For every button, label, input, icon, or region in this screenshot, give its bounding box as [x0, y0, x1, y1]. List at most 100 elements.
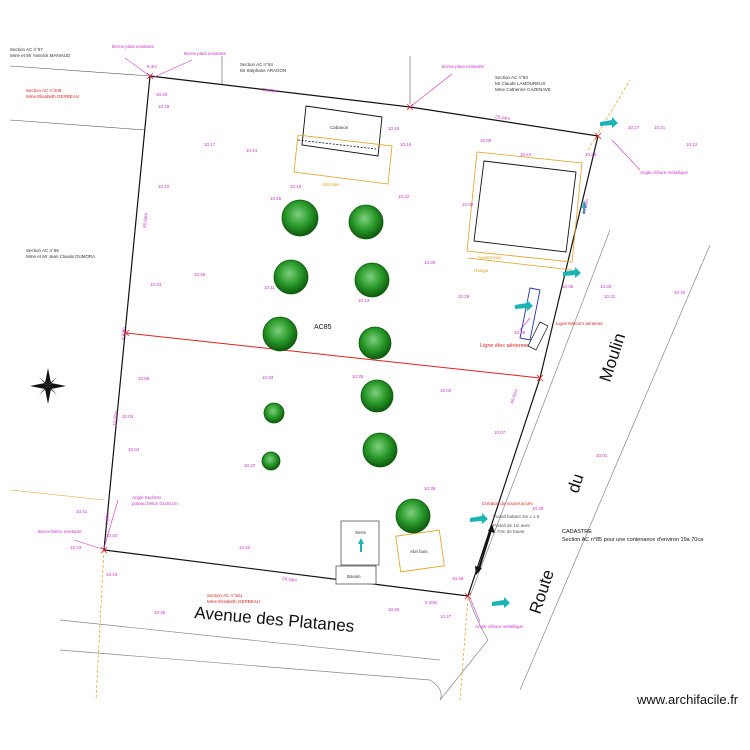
spot-level: 10.14 [246, 148, 258, 153]
leader-telecom [519, 317, 531, 331]
spot-level: 10.21 [654, 125, 666, 130]
spot-level: 10.10 [158, 184, 170, 189]
ac86-title: Section AC n°86 [26, 248, 59, 253]
abri2-building [395, 529, 445, 573]
angle-cloture-s-label: Angle clôture métallique [475, 624, 524, 629]
portail-note-1: Portail battant 3m x 1.5 [493, 514, 540, 519]
dashed-left-south [95, 549, 105, 701]
leader-angle-s [469, 597, 481, 623]
tree [358, 326, 392, 360]
road-edge-outer [519, 244, 711, 691]
arrow-icon [358, 538, 364, 552]
route-label-2: du [564, 471, 588, 495]
spot-level: 10.39 [532, 506, 544, 511]
spot-level: 10.07 [494, 430, 506, 435]
ac87-owner: Mme et Mr Yannick MANIAUD [10, 53, 71, 58]
cadastre-title: CADASTRE [562, 529, 592, 535]
creation-acces-label: Création du nouvel accès [482, 501, 534, 506]
ac86-owner: Mme et Mr Jean Claude DUMORA [26, 254, 95, 259]
dim-bottom: 24.59m [282, 576, 298, 583]
leader-angle-ne [611, 139, 641, 171]
avenue-corner [429, 679, 442, 701]
bassin-building [335, 565, 377, 585]
ac181-title: Section AC n°181 [207, 593, 243, 598]
dim-left-bottom: 6.80m [104, 512, 110, 525]
ac87-title: Section AC n°87 [10, 47, 43, 52]
ac83-title: Section AC n°83 [495, 75, 528, 80]
ligne-elec-label: Ligne élec aérienne [480, 343, 528, 349]
ac83-owner1: Mr Claude LAMOUREUX [495, 81, 546, 86]
spot-level: 10.47 [440, 614, 452, 619]
arrow-icon [470, 513, 488, 524]
access-arrows [475, 524, 495, 575]
marker-sw [100, 546, 108, 554]
spot-level: 10.41 [76, 509, 88, 514]
spot-level: 10.27 [628, 125, 640, 130]
auvent-label: Auvent bois [478, 255, 502, 260]
tree [263, 402, 285, 424]
leader-lines [73, 57, 641, 623]
route-label-3: Moulin [596, 331, 630, 385]
abri2-label: Abri bois [410, 549, 428, 554]
gate-symbol [527, 321, 549, 351]
abri-outline [293, 134, 393, 185]
road-edge-inner [469, 229, 611, 597]
dim-right-upper: 26.99m [581, 198, 590, 214]
neighbour-line-south [9, 489, 105, 501]
portail-note-3: 1.70m de haute [493, 529, 525, 534]
spot-level: 10.08 [462, 202, 474, 207]
dim-left-lower: 10.00m [112, 410, 119, 426]
compass-rose-icon [30, 368, 66, 404]
poteau-label: poteau béton 01x01cm [132, 501, 178, 506]
auvent-edge [467, 257, 573, 271]
ligne-telecom-label: Ligne telecom aérienne [556, 321, 603, 326]
dashed-ne [587, 79, 631, 151]
ac209-owner: Mme Elisabeth GERBEAU [26, 94, 79, 99]
spot-level: 10.35 [352, 374, 364, 379]
spot-level: 10.01 [596, 453, 608, 458]
ligne-elec-line [125, 332, 541, 379]
spot-level: 10.05 [514, 330, 526, 335]
angle-sud-est-label: Angle Sud-Est [132, 495, 162, 500]
spot-level: 10.20 [156, 92, 168, 97]
neighbour-line-209 [9, 119, 146, 131]
annotation-labels: Borne plast existante Borne plast exista… [38, 44, 689, 629]
trees [261, 199, 431, 534]
borne1-label: Borne plast existante [112, 44, 155, 49]
spot-level: 10.29 [458, 294, 470, 299]
auvent-outline [466, 151, 583, 263]
dim-left-upper: 55.60m [142, 212, 149, 228]
hangar-label: Hangar [474, 268, 489, 273]
cadastre-line: Section AC n°85 pour une contenance d'en… [562, 537, 704, 543]
cabanon-building [301, 105, 383, 157]
dim-bottom-right: 5.20m [425, 600, 438, 605]
marker-w [122, 329, 130, 337]
spot-level: 10.36 [562, 284, 574, 289]
tree [273, 259, 309, 295]
spot-level: 10.23 [150, 282, 162, 287]
spot-level: 10.45 [154, 610, 166, 615]
cyan-arrows [358, 117, 618, 608]
spot-level: 10.32 [600, 284, 612, 289]
spot-level: 10.15 [290, 184, 302, 189]
spot-level: 10.34 [106, 533, 118, 538]
spot-level: 10.06 [138, 376, 150, 381]
dim-right-lower: 46.02m [509, 388, 518, 404]
neighbour-line-87 [9, 65, 151, 77]
spot-level: 10.09 [480, 138, 492, 143]
avenue-edge-2 [59, 619, 441, 661]
leader-borne3 [409, 73, 453, 108]
road-corner [439, 595, 489, 701]
spot-level: 10.12 [686, 142, 698, 147]
dim-top-right: 25.44m [495, 114, 511, 121]
ac84-owner: Mr Stéphane ARAGON [240, 68, 286, 73]
leader-borne2 [151, 59, 193, 79]
marker-e [536, 374, 544, 382]
spot-levels: 10.2010.1810.1710.1410.1910.1610.0910.24… [70, 92, 698, 619]
survey-dashed-lines [95, 79, 631, 701]
avenue-label: Avenue des Platanes [194, 603, 355, 636]
spot-level: 10.13 [358, 298, 370, 303]
dim-top-left: 9.4m [147, 64, 157, 69]
dashed-right-south [459, 597, 469, 701]
